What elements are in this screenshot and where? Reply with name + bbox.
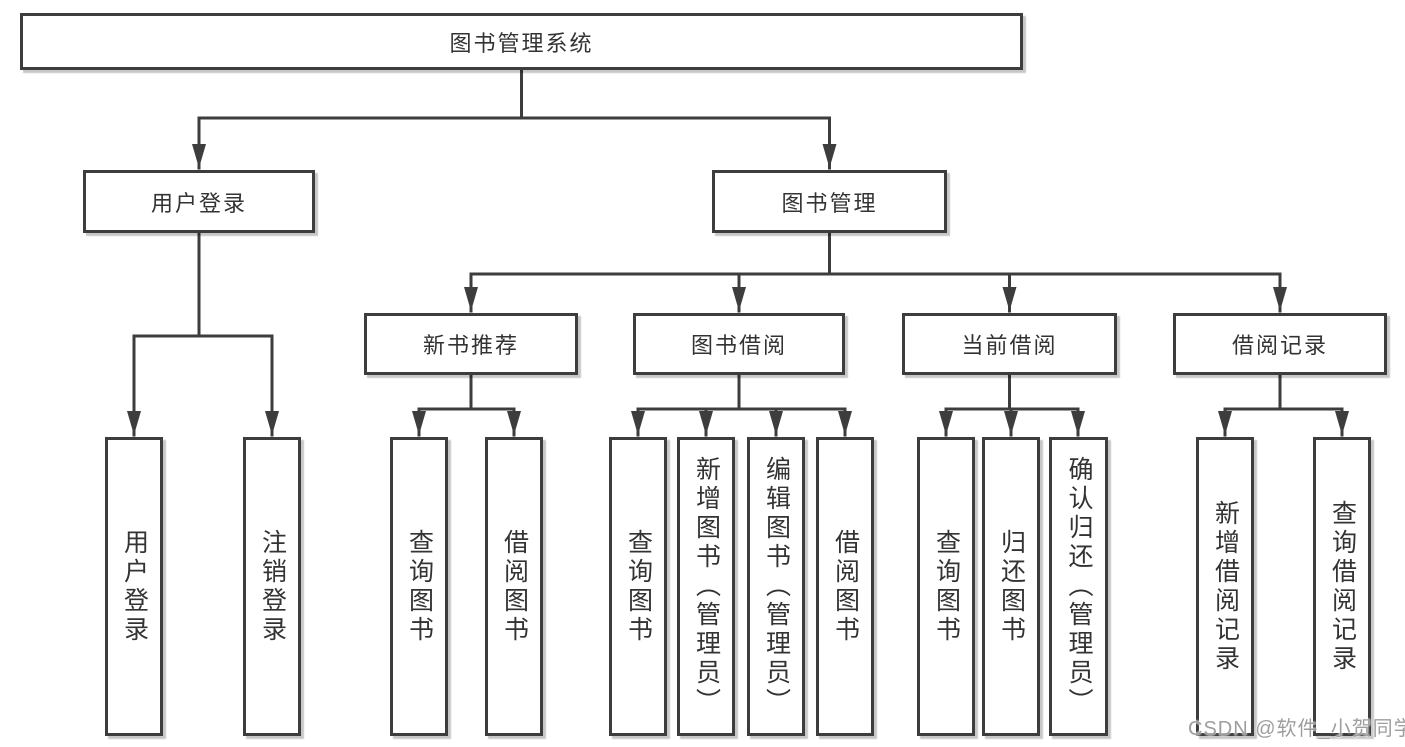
node-label: 借阅图书 bbox=[831, 528, 860, 645]
node-label: 注销登录 bbox=[258, 528, 287, 645]
leaf-query-books-current: 查询图书 bbox=[917, 437, 975, 736]
node-label: 新增图书（管理员） bbox=[692, 456, 721, 717]
node-label: 查询借阅记录 bbox=[1328, 499, 1357, 674]
node-label: 查询图书 bbox=[932, 528, 961, 645]
node-label: 确认归还（管理员） bbox=[1065, 456, 1093, 717]
node-borrowing-records: 借阅记录 bbox=[1173, 313, 1387, 375]
node-label: 图书管理系统 bbox=[449, 30, 594, 56]
leaf-edit-book-admin: 编辑图书（管理员） bbox=[747, 437, 805, 736]
leaf-borrow-books-borrowing: 借阅图书 bbox=[816, 437, 874, 736]
leaf-logout: 注销登录 bbox=[243, 437, 301, 736]
node-user-login: 用户登录 bbox=[83, 170, 315, 233]
leaf-query-borrow-record: 查询借阅记录 bbox=[1313, 437, 1371, 736]
node-label: 借阅图书 bbox=[500, 528, 529, 645]
node-label: 归还图书 bbox=[997, 528, 1026, 645]
node-label: 图书管理 bbox=[781, 190, 878, 216]
leaf-query-books-borrowing: 查询图书 bbox=[609, 437, 667, 736]
node-current-borrowing: 当前借阅 bbox=[902, 313, 1117, 375]
leaf-query-books-recommend: 查询图书 bbox=[390, 437, 448, 736]
node-label: 查询图书 bbox=[624, 528, 653, 645]
leaf-add-book-admin: 新增图书（管理员） bbox=[677, 437, 735, 736]
watermark: CSDN @软件_小贺同学 bbox=[1188, 718, 1405, 740]
leaf-return-books: 归还图书 bbox=[982, 437, 1040, 736]
node-label: 用户登录 bbox=[150, 190, 247, 216]
leaf-borrow-books-recommend: 借阅图书 bbox=[485, 437, 543, 736]
node-book-borrowing: 图书借阅 bbox=[633, 313, 845, 375]
node-label: 图书借阅 bbox=[690, 333, 787, 358]
node-book-management: 图书管理 bbox=[712, 170, 947, 233]
leaf-user-login: 用户登录 bbox=[105, 437, 163, 736]
leaf-confirm-return-admin: 确认归还（管理员） bbox=[1049, 437, 1108, 736]
node-new-book-recommendation: 新书推荐 bbox=[364, 313, 578, 375]
node-label: 新增借阅记录 bbox=[1211, 499, 1240, 674]
node-label: 用户登录 bbox=[120, 528, 149, 645]
node-label: 借阅记录 bbox=[1231, 333, 1328, 358]
node-label: 新书推荐 bbox=[422, 333, 519, 358]
node-root-library-system: 图书管理系统 bbox=[20, 13, 1023, 70]
node-label: 当前借阅 bbox=[961, 333, 1058, 358]
node-label: 查询图书 bbox=[405, 528, 434, 645]
leaf-add-borrow-record: 新增借阅记录 bbox=[1196, 437, 1254, 736]
node-label: 编辑图书（管理员） bbox=[762, 456, 791, 717]
